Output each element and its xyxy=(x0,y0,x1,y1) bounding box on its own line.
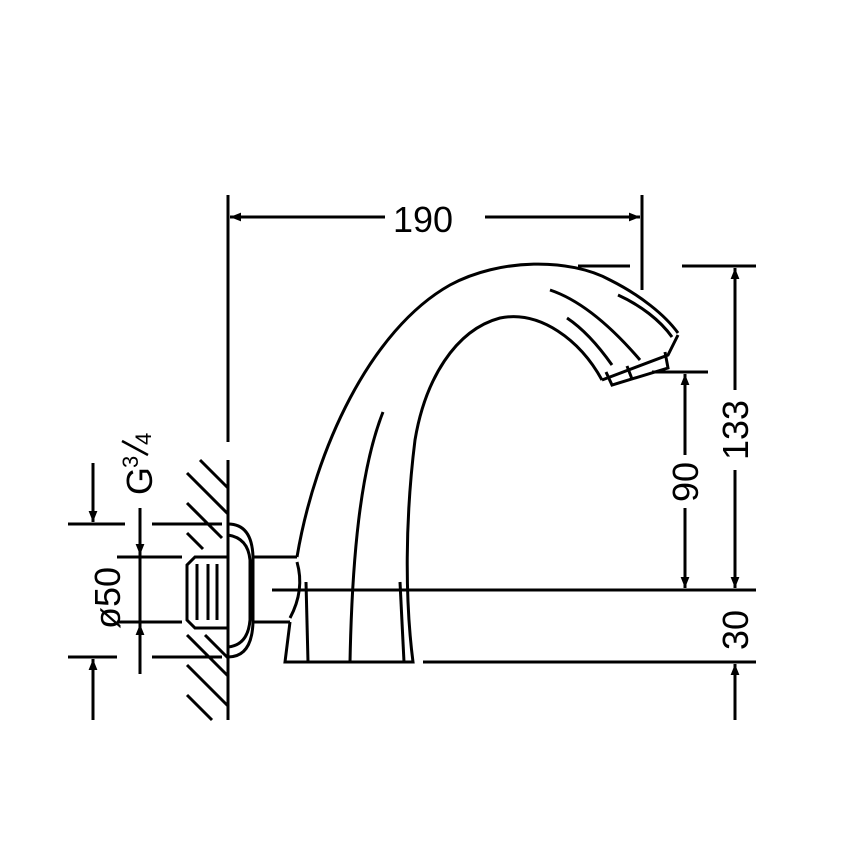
dimension-thread-g34: G 3 4 xyxy=(68,433,222,720)
dim-190-label: 190 xyxy=(393,199,453,240)
dimension-diameter-50: ø50 xyxy=(87,508,182,674)
dim-90-label: 90 xyxy=(665,462,706,502)
dim-30-label: 30 xyxy=(715,610,756,650)
wall-flange xyxy=(185,522,302,659)
dim-diameter-label: ø50 xyxy=(87,567,128,629)
thread-fraction-denominator: 4 xyxy=(131,433,156,445)
dimension-30: 30 xyxy=(715,610,756,720)
dimension-190: 190 xyxy=(230,195,644,290)
thread-label: G xyxy=(119,467,160,495)
wall-hatching xyxy=(185,458,230,722)
wall xyxy=(185,195,230,722)
dimension-90: 90 xyxy=(652,370,708,588)
thread-fraction-numerator: 3 xyxy=(118,456,143,468)
dim-133-label: 133 xyxy=(715,400,756,460)
faucet-body xyxy=(283,262,680,664)
dimension-133: 133 xyxy=(578,264,756,588)
